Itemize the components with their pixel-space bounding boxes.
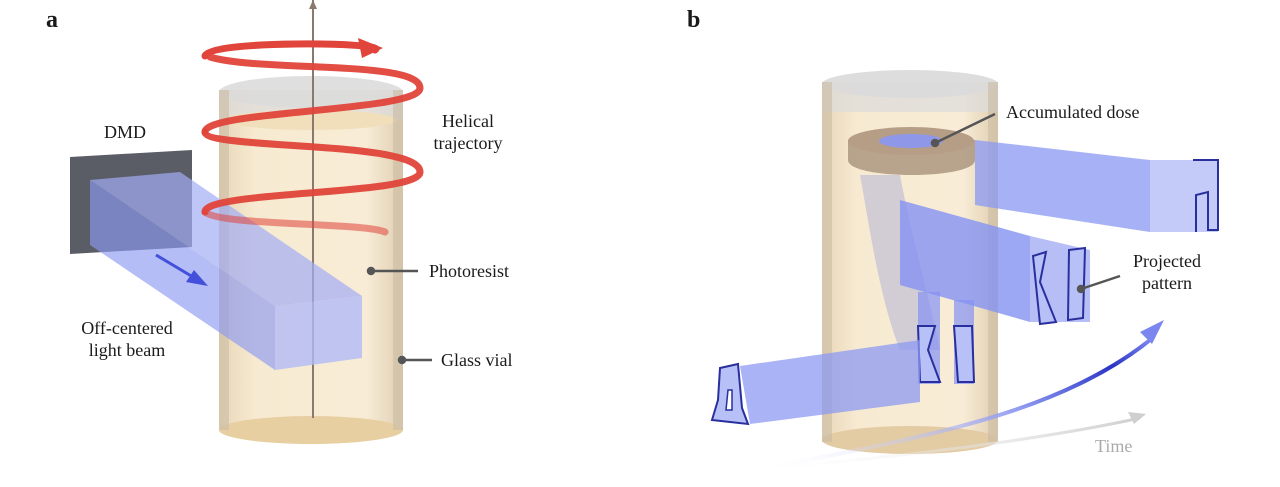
- panel-b-leaders: [930, 112, 1121, 294]
- panel-a-letter: a: [46, 7, 58, 33]
- projected-pattern-label-line2: pattern: [1142, 273, 1192, 293]
- panel-b-artwork: [710, 70, 1219, 472]
- helix-arrowhead: [358, 38, 383, 58]
- dmd-label: DMD: [104, 122, 147, 142]
- light-beam-label: Off-centered light beam: [62, 317, 192, 361]
- projected-beam-3: [916, 292, 976, 384]
- time-arrow-grey-head: [1128, 412, 1146, 424]
- photoresist-label: Photoresist: [429, 261, 510, 281]
- beam-direction-arrow: [155, 253, 208, 286]
- projected-beam-1: [975, 140, 1219, 232]
- projected-beam-2: [900, 200, 1090, 326]
- light-beam: [90, 172, 362, 370]
- panel-a-leaders: [366, 266, 432, 365]
- panel-b-letter: b: [687, 7, 701, 33]
- light-beam-label-line1: Off-centered: [81, 318, 173, 338]
- projected-beam-4: [710, 340, 920, 426]
- glass-vial-label: Glass vial: [441, 350, 513, 370]
- accumulated-dose-label: Accumulated dose: [1006, 102, 1140, 122]
- helical-trajectory-label-line1: Helical: [442, 111, 494, 131]
- projected-pattern-label-line1: Projected: [1133, 251, 1201, 271]
- time-arrow-grey: [739, 416, 1141, 472]
- panel-a-artwork: [70, 0, 432, 444]
- projected-pattern-label: Projected pattern: [1122, 250, 1212, 294]
- time-arrow-blue-head: [1140, 320, 1164, 344]
- helical-trajectory-label: Helical trajectory: [428, 110, 508, 154]
- axis-arrowhead: [309, 0, 317, 9]
- time-label: Time: [1095, 436, 1133, 456]
- helical-trajectory-label-line2: trajectory: [433, 133, 503, 153]
- light-beam-label-line2: light beam: [88, 340, 166, 360]
- time-arrow-blue: [759, 338, 1152, 472]
